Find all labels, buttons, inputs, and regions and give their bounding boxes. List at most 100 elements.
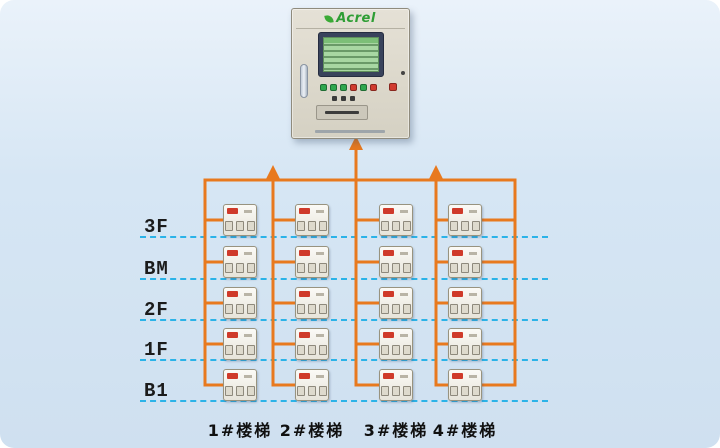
terminal-icon xyxy=(472,263,480,273)
emergency-button-icon xyxy=(389,83,397,91)
terminal-icon xyxy=(236,221,244,231)
module-red-label-icon xyxy=(452,250,463,256)
monitor-module-r5c3 xyxy=(379,369,413,401)
monitor-module-r3c1 xyxy=(223,287,257,319)
monitor-module-r3c3 xyxy=(379,287,413,319)
dark-button-icon xyxy=(332,96,337,101)
monitor-module-r2c1 xyxy=(223,246,257,278)
monitor-module-r4c3 xyxy=(379,328,413,360)
module-terminals xyxy=(380,263,412,273)
terminal-icon xyxy=(381,263,389,273)
terminal-icon xyxy=(461,345,469,355)
module-red-label-icon xyxy=(383,373,394,379)
lcd-screen xyxy=(323,37,379,72)
stair-label-4: 4#楼梯 xyxy=(432,421,498,440)
terminal-icon xyxy=(247,386,255,396)
stair-label-1: 1#楼梯 xyxy=(207,421,273,440)
module-small-tag-icon xyxy=(400,210,408,213)
floor-label-b1: B1 xyxy=(144,380,169,402)
monitor-module-r3c2 xyxy=(295,287,329,319)
module-terminals xyxy=(224,221,256,231)
module-small-tag-icon xyxy=(469,252,477,255)
terminal-icon xyxy=(392,221,400,231)
module-red-label-icon xyxy=(383,332,394,338)
module-small-tag-icon xyxy=(469,293,477,296)
monitor-module-r3c4 xyxy=(448,287,482,319)
floor-label-2f: 2F xyxy=(144,299,169,321)
module-terminals xyxy=(449,345,481,355)
arrow-up-riser-right-icon xyxy=(429,165,443,179)
module-red-label-icon xyxy=(299,208,310,214)
module-terminals xyxy=(380,345,412,355)
monitor-module-r1c1 xyxy=(223,204,257,236)
monitor-module-r2c2 xyxy=(295,246,329,278)
monitor-module-r2c4 xyxy=(448,246,482,278)
floor-dashed-line-1 xyxy=(140,236,548,238)
brand-leaf-icon xyxy=(324,13,334,24)
terminal-icon xyxy=(381,345,389,355)
terminal-icon xyxy=(308,345,316,355)
panel-button-green-1-icon xyxy=(320,84,327,91)
module-red-label-icon xyxy=(299,291,310,297)
terminal-icon xyxy=(472,221,480,231)
terminal-icon xyxy=(381,221,389,231)
monitor-module-r1c2 xyxy=(295,204,329,236)
module-terminals xyxy=(380,386,412,396)
module-red-label-icon xyxy=(452,291,463,297)
module-red-label-icon xyxy=(383,291,394,297)
module-terminals xyxy=(296,221,328,231)
terminal-icon xyxy=(450,386,458,396)
terminal-icon xyxy=(308,263,316,273)
terminal-icon xyxy=(392,345,400,355)
terminal-icon xyxy=(236,345,244,355)
terminal-icon xyxy=(461,263,469,273)
arrow-up-riser-left-icon xyxy=(266,165,280,179)
cabinet-button-row-2 xyxy=(332,96,355,101)
module-small-tag-icon xyxy=(400,375,408,378)
cabinet-footer-text-line xyxy=(315,130,385,133)
cabinet-seam xyxy=(296,28,405,29)
module-terminals xyxy=(449,386,481,396)
terminal-icon xyxy=(472,386,480,396)
terminal-icon xyxy=(247,304,255,314)
terminal-icon xyxy=(225,345,233,355)
module-red-label-icon xyxy=(227,332,238,338)
module-terminals xyxy=(449,221,481,231)
monitor-module-r4c1 xyxy=(223,328,257,360)
module-red-label-icon xyxy=(383,208,394,214)
terminal-icon xyxy=(319,304,327,314)
monitor-module-r5c4 xyxy=(448,369,482,401)
terminal-icon xyxy=(319,345,327,355)
terminal-icon xyxy=(308,386,316,396)
stair-label-3: 3#楼梯 xyxy=(363,421,429,440)
module-small-tag-icon xyxy=(244,293,252,296)
terminal-icon xyxy=(450,304,458,314)
module-small-tag-icon xyxy=(469,334,477,337)
monitor-module-r5c2 xyxy=(295,369,329,401)
terminal-icon xyxy=(450,263,458,273)
terminal-icon xyxy=(319,263,327,273)
terminal-icon xyxy=(308,221,316,231)
terminal-icon xyxy=(472,304,480,314)
monitor-module-r5c1 xyxy=(223,369,257,401)
monitor-cabinet: Acrel xyxy=(291,8,410,139)
module-red-label-icon xyxy=(227,291,238,297)
floor-label-1f: 1F xyxy=(144,339,169,361)
panel-button-red-6-icon xyxy=(370,84,377,91)
module-small-tag-icon xyxy=(469,375,477,378)
brand-logo: Acrel xyxy=(292,11,409,26)
module-terminals xyxy=(296,304,328,314)
terminal-icon xyxy=(236,386,244,396)
floor-label-3f: 3F xyxy=(144,216,169,238)
printer-panel xyxy=(316,105,368,120)
module-small-tag-icon xyxy=(316,334,324,337)
module-terminals xyxy=(296,345,328,355)
module-small-tag-icon xyxy=(244,334,252,337)
module-red-label-icon xyxy=(452,332,463,338)
terminal-icon xyxy=(297,386,305,396)
terminal-icon xyxy=(225,304,233,314)
floor-dashed-line-5 xyxy=(140,400,548,402)
module-terminals xyxy=(224,263,256,273)
module-small-tag-icon xyxy=(316,375,324,378)
